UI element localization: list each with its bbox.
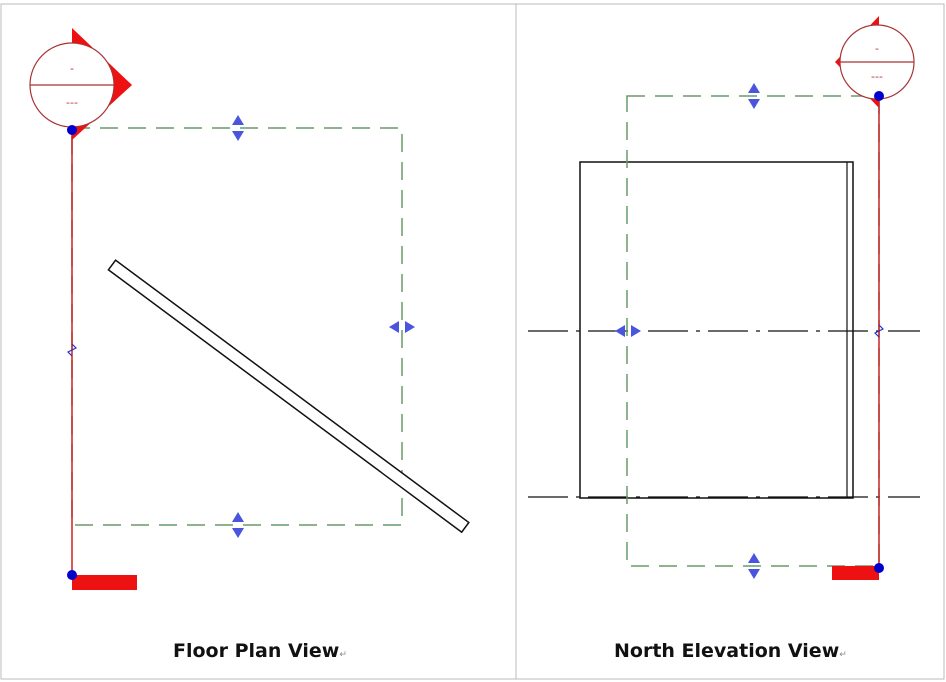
sheet-number: --- bbox=[871, 70, 883, 83]
wall-elevation[interactable] bbox=[579, 161, 854, 499]
elevation-caption: North Elevation View↵ bbox=[614, 640, 847, 662]
end-grip[interactable] bbox=[874, 563, 884, 573]
sheet-number: --- bbox=[66, 96, 78, 109]
paragraph-mark: ↵ bbox=[339, 650, 347, 660]
section-tail bbox=[832, 566, 879, 580]
section-tail bbox=[72, 575, 137, 590]
wall[interactable] bbox=[107, 259, 470, 534]
end-grip[interactable] bbox=[67, 570, 77, 580]
paragraph-mark: ↵ bbox=[839, 650, 847, 660]
section-number: - bbox=[70, 62, 74, 75]
break-icon[interactable] bbox=[66, 343, 78, 357]
floor-plan-panel: - --- bbox=[29, 28, 470, 590]
crop-grips[interactable] bbox=[232, 115, 415, 538]
section-number: - bbox=[875, 42, 879, 55]
outer-border bbox=[0, 3, 945, 680]
elevation-panel: - --- bbox=[528, 16, 920, 580]
crop-grips[interactable] bbox=[615, 83, 760, 579]
caption-text: Floor Plan View bbox=[173, 640, 340, 662]
end-grip[interactable] bbox=[67, 125, 77, 135]
end-grip[interactable] bbox=[874, 91, 884, 101]
crop-region[interactable] bbox=[71, 127, 403, 526]
break-icon[interactable] bbox=[873, 324, 885, 338]
caption-text: North Elevation View bbox=[614, 640, 840, 662]
level-lines bbox=[528, 330, 920, 498]
floor-plan-caption: Floor Plan View↵ bbox=[173, 640, 347, 662]
